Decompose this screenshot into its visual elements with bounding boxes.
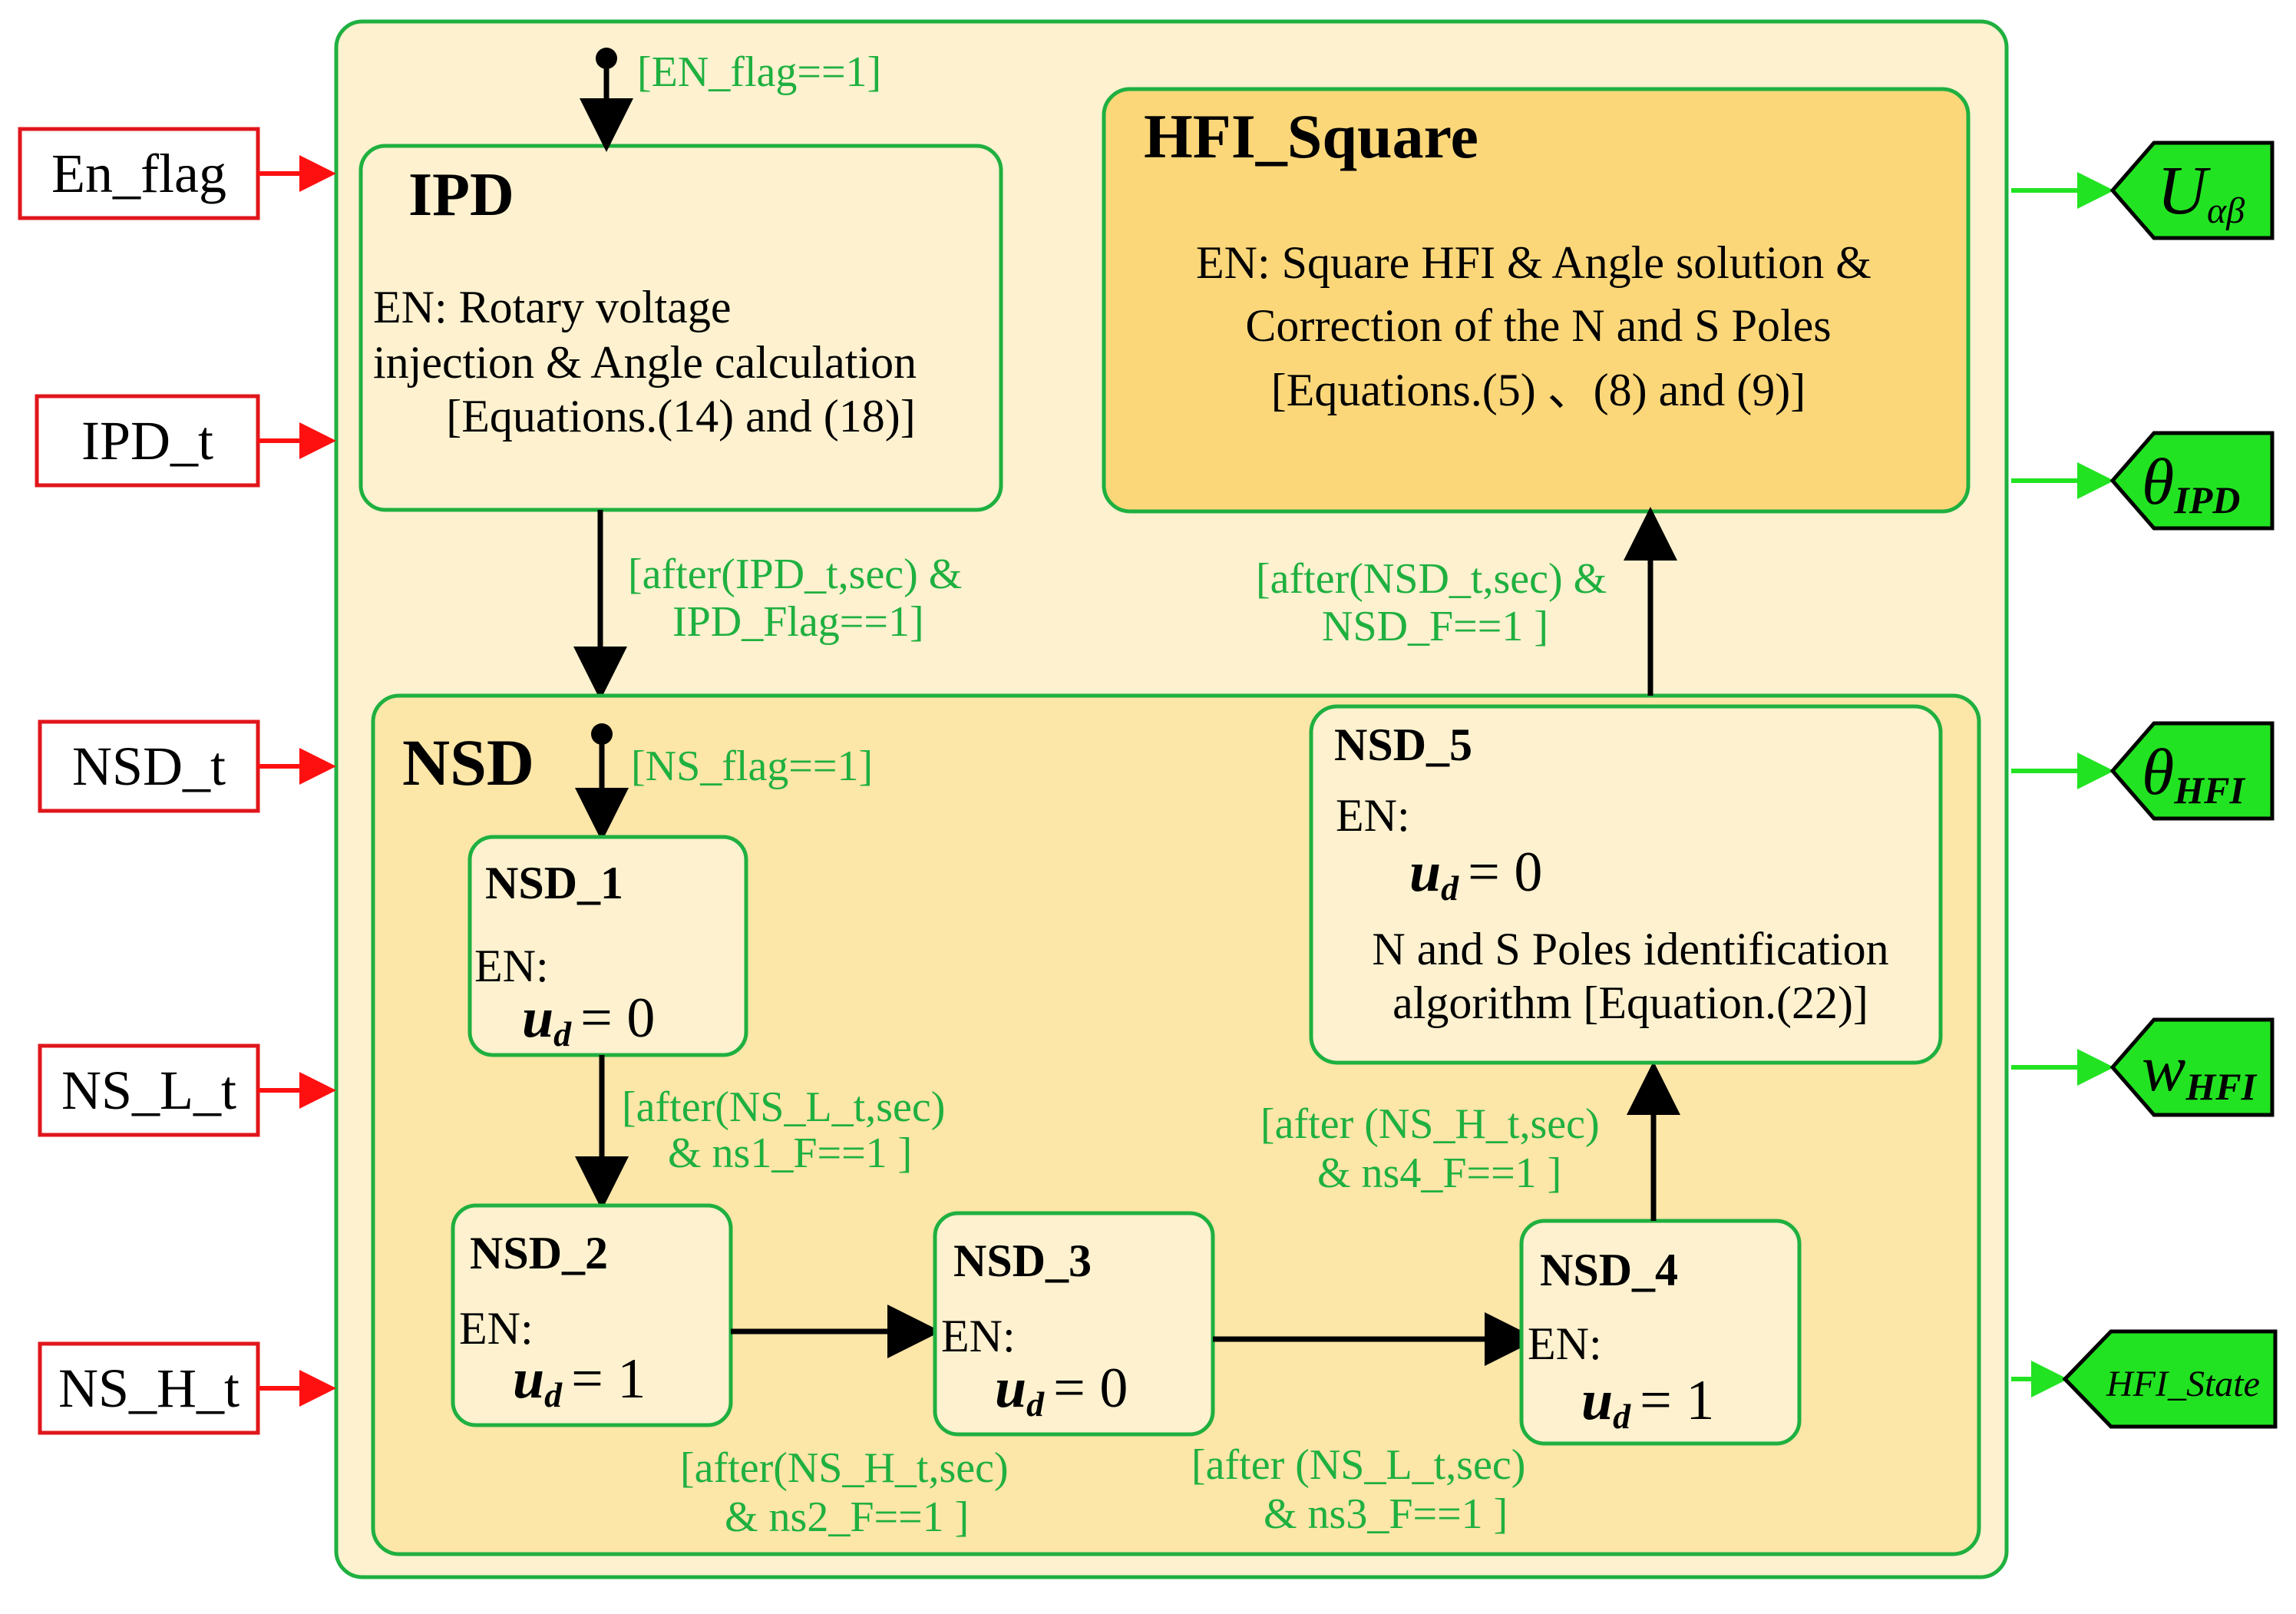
svg-text:ud= 0: ud= 0	[522, 987, 655, 1053]
output-port-theta-ipd[interactable]: θIPD	[2011, 431, 2275, 531]
condition-s3-s4-line1: [after (NS_L_t,sec)	[1191, 1441, 1525, 1489]
state-nsd-1[interactable]: NSD_1 EN: ud= 0	[467, 835, 748, 1057]
default-transition-nsd1[interactable]	[575, 723, 629, 842]
condition-s2-s3-line1: [after(NS_H_t,sec)	[680, 1444, 1009, 1492]
state-en-label: EN:	[941, 1311, 1016, 1361]
state-nsd-5[interactable]: NSD_5 EN: ud= 0 N and S Poles identifica…	[1309, 704, 1943, 1065]
output-port-w-hfi[interactable]: wHFI	[2011, 1017, 2275, 1117]
condition-nsd-hfi-line1: [after(NSD_t,sec) &	[1256, 555, 1607, 603]
output-subscript: HFI	[2173, 769, 2245, 812]
var-symbol: u	[995, 1357, 1026, 1420]
svg-text:θHFI: θHFI	[2142, 735, 2245, 812]
state-text-line: [Equations.(14) and (18)]	[446, 391, 915, 442]
svg-text:ud= 0: ud= 0	[995, 1357, 1128, 1424]
output-port-hfi-state[interactable]: HFI_State	[2011, 1329, 2278, 1429]
condition-s1-s2-line2: & ns1_F==1 ]	[668, 1129, 912, 1177]
input-label: En_flag	[51, 143, 226, 204]
var-subscript: d	[1613, 1397, 1631, 1436]
state-text-line: [Equations.(5) 、(8) and (9)]	[1271, 365, 1805, 415]
var-symbol: u	[1581, 1369, 1613, 1432]
output-symbol: w	[2142, 1031, 2185, 1105]
state-ipd[interactable]: IPD EN: Rotary voltage injection & Angle…	[358, 144, 1003, 512]
state-nsd-4[interactable]: NSD_4 EN: ud= 1	[1519, 1219, 1802, 1446]
svg-text:wHFI: wHFI	[2142, 1031, 2258, 1108]
state-title: NSD_5	[1334, 719, 1472, 770]
state-en-label: EN:	[1528, 1318, 1602, 1369]
var-subscript: d	[1441, 868, 1459, 908]
state-hfi-square[interactable]: HFI_Square EN: Square HFI & Angle soluti…	[1102, 87, 1971, 514]
condition-ipd-nsd-line1: [after(IPD_t,sec) &	[628, 551, 962, 598]
output-port-theta-hfi[interactable]: θHFI	[2011, 721, 2275, 821]
var-value: = 0	[580, 987, 655, 1050]
svg-text:θIPD: θIPD	[2142, 445, 2240, 521]
state-text-line: N and S Poles identification	[1372, 924, 1888, 974]
input-port-ns-l-t[interactable]: NS_L_t	[38, 1043, 336, 1137]
output-symbol: θ	[2142, 445, 2174, 518]
condition-en-flag: [EN_flag==1]	[637, 48, 881, 96]
state-title: NSD_1	[485, 858, 623, 908]
svg-text:ud= 1: ud= 1	[513, 1348, 646, 1414]
state-title: NSD_3	[953, 1235, 1092, 1286]
state-text-line: Correction of the N and S Poles	[1245, 300, 1831, 351]
input-port-nsd-t[interactable]: NSD_t	[38, 719, 336, 813]
input-label: NS_L_t	[61, 1060, 236, 1121]
var-subscript: d	[1026, 1384, 1045, 1424]
svg-text:ud= 0: ud= 0	[1409, 841, 1542, 908]
var-subscript: d	[553, 1014, 572, 1053]
output-label: HFI_State	[2106, 1364, 2260, 1404]
state-text-line: algorithm [Equation.(22)]	[1392, 977, 1868, 1028]
output-subscript: HFI	[2185, 1065, 2257, 1108]
state-title: IPD	[408, 161, 514, 229]
svg-text:ud= 1: ud= 1	[1581, 1369, 1714, 1436]
condition-ipd-nsd-line2: IPD_Flag==1]	[672, 598, 924, 646]
state-title: HFI_Square	[1144, 101, 1478, 171]
condition-s3-s4-line2: & ns3_F==1 ]	[1264, 1490, 1508, 1538]
state-title: NSD_4	[1540, 1245, 1678, 1295]
output-symbol: U	[2157, 153, 2211, 229]
var-symbol: u	[522, 987, 553, 1050]
state-text-line: injection & Angle calculation	[373, 337, 917, 388]
state-en-label: EN:	[459, 1303, 534, 1354]
state-title: NSD	[402, 726, 534, 799]
svg-text:Uαβ: Uαβ	[2157, 153, 2245, 231]
var-subscript: d	[544, 1375, 563, 1414]
var-value: = 1	[1640, 1369, 1714, 1432]
condition-s2-s3-line2: & ns2_F==1 ]	[725, 1493, 969, 1541]
state-en-label: EN:	[474, 941, 549, 991]
output-symbol: θ	[2142, 735, 2174, 809]
input-label: NSD_t	[72, 736, 226, 797]
condition-nsd-hfi-line2: NSD_F==1 ]	[1322, 603, 1548, 650]
condition-s4-s5-line1: [after (NS_H_t,sec)	[1260, 1100, 1600, 1148]
default-transition-ipd[interactable]	[580, 48, 633, 152]
output-subscript: αβ	[2207, 190, 2245, 231]
state-text-line: EN: Rotary voltage	[373, 282, 732, 332]
var-symbol: u	[513, 1348, 544, 1411]
var-symbol: u	[1409, 841, 1441, 904]
input-port-ipd-t[interactable]: IPD_t	[35, 394, 336, 488]
state-nsd-2[interactable]: NSD_2 EN: ud= 1	[451, 1203, 733, 1427]
output-subscript: IPD	[2173, 478, 2240, 521]
condition-s4-s5-line2: & ns4_F==1 ]	[1317, 1149, 1561, 1197]
var-value: = 0	[1468, 841, 1542, 904]
state-text-line: EN: Square HFI & Angle solution &	[1196, 237, 1871, 288]
input-label: NS_H_t	[58, 1358, 240, 1419]
condition-ns-flag: [NS_flag==1]	[631, 743, 873, 790]
var-value: = 1	[571, 1348, 646, 1411]
input-port-en-flag[interactable]: En_flag	[18, 127, 336, 220]
output-port-u-alpha-beta[interactable]: Uαβ	[2011, 141, 2275, 240]
condition-s1-s2-line1: [after(NS_L_t,sec)	[622, 1083, 945, 1131]
input-port-ns-h-t[interactable]: NS_H_t	[38, 1341, 336, 1435]
input-label: IPD_t	[81, 410, 213, 471]
state-en-label: EN:	[1336, 790, 1410, 841]
var-value: = 0	[1053, 1357, 1128, 1420]
state-title: NSD_2	[470, 1228, 608, 1278]
state-nsd-3[interactable]: NSD_3 EN: ud= 0	[933, 1211, 1215, 1437]
